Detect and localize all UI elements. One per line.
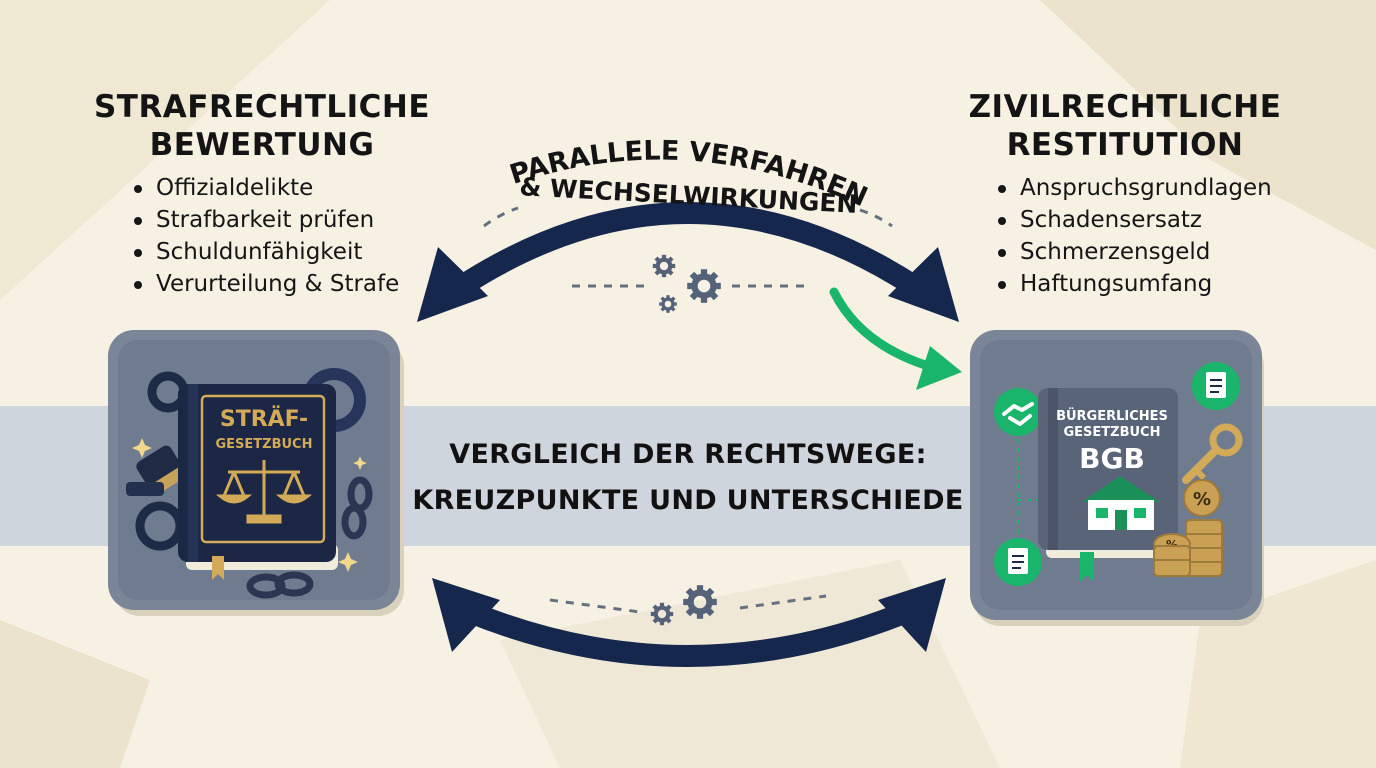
list-item: Anspruchsgrundlagen [994,172,1272,204]
civil-code-tile: BÜRGERLICHES GESETZBUCH BGB % % [970,330,1264,626]
criminal-list: Offizialdelikte Strafbarkeit prüfen Schu… [130,172,399,300]
svg-text:%: % [1193,489,1211,510]
book-abbrev: BGB [1079,442,1145,475]
scales-icon [215,460,313,524]
list-item: Schmerzensgeld [994,236,1272,268]
chain-icon [246,476,373,599]
dashed-arc-left [483,206,519,228]
upper-arrow-arc [456,202,920,296]
house-icon [1082,476,1160,530]
key-icon [1182,423,1243,484]
gear-icon [683,585,717,619]
sparkle-icon [132,438,367,572]
green-arrow-curve [829,287,933,371]
gear-icon [653,255,675,277]
list-item: Offizialdelikte [130,172,399,204]
dashed-arc-right [859,208,893,228]
list-item: Strafbarkeit prüfen [130,204,399,236]
book-title-line1: BÜRGERLICHES [1056,408,1168,424]
green-arrowhead [916,346,962,390]
civil-heading: ZIVILRECHTLICHE RESTITUTION [968,89,1282,163]
coins-icon: % % [1153,479,1223,577]
list-item: Verurteilung & Strafe [130,268,399,300]
book-title-line1: STRÄF- [220,406,308,432]
criminal-code-tile: STRÄF- GESETZBUCH [108,330,404,616]
document-icon [994,538,1042,586]
gear-icon [687,269,721,303]
list-item: Schuldunfähigkeit [130,236,399,268]
center-title: VERGLEICH DER RECHTSWEGE: KREUZPUNKTE UN… [412,439,964,516]
document-icon [1192,362,1240,410]
civil-list: Anspruchsgrundlagen Schadensersatz Schme… [994,172,1272,300]
criminal-heading: STRAFRECHTLICHE BEWERTUNG [93,89,431,163]
gear-icon [651,603,673,625]
book-title-line2: GESETZBUCH [1064,425,1161,440]
list-item: Schadensersatz [994,204,1272,236]
book-title-line2: GESETZBUCH [216,437,313,452]
gear-icon [657,293,679,315]
upper-arrowhead-right [888,247,959,322]
lower-arrow-arc [465,601,911,667]
upper-arrowhead-left [417,247,488,322]
handshake-icon [994,388,1042,436]
lower-arrowhead-right [878,578,946,652]
list-item: Haftungsumfang [994,268,1272,300]
lower-arrowhead-left [432,578,500,652]
criminal-code-book: STRÄF- GESETZBUCH [178,384,338,580]
